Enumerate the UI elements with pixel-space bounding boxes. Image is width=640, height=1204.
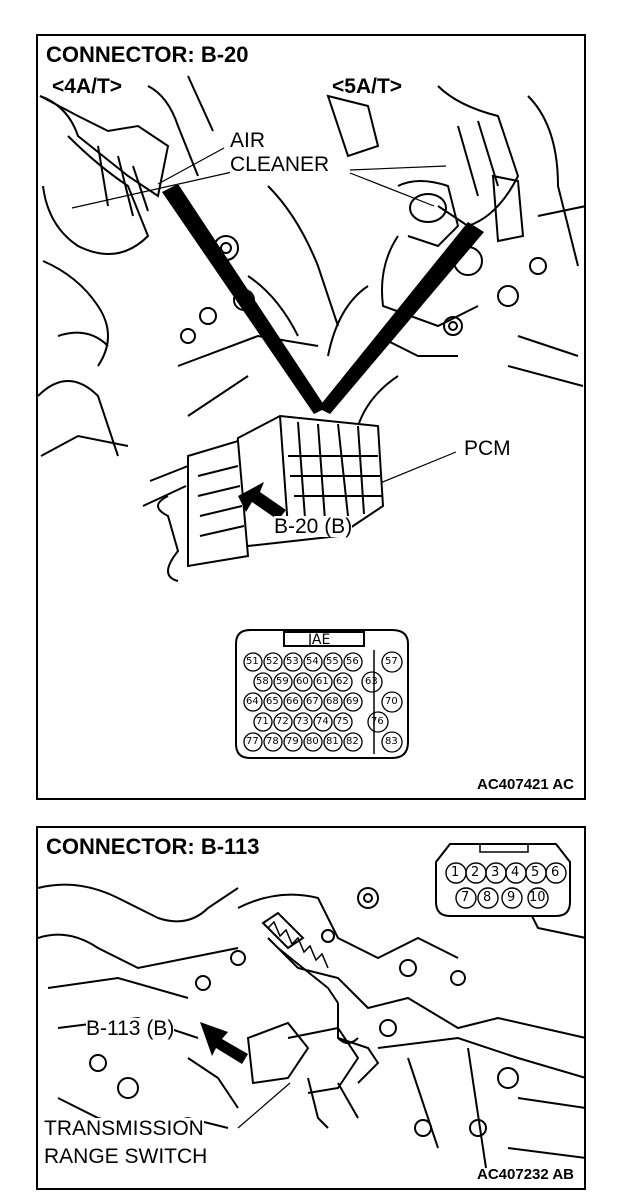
pin-label: 70 [385, 696, 398, 707]
pin-label: 3 [491, 865, 500, 880]
pin-label: 67 [306, 696, 319, 707]
top-panel-title: CONNECTOR: B-20 [46, 42, 249, 67]
pin-label: 79 [286, 736, 299, 747]
pin-label: 53 [286, 656, 299, 667]
pin-label: 68 [326, 696, 339, 707]
pin-label: 4 [511, 865, 520, 880]
pin-label: 69 [346, 696, 359, 707]
pin-label: 6 [551, 865, 560, 880]
variant-5at-label: <5A/T> [332, 75, 403, 98]
pin-label: 59 [276, 676, 289, 687]
pin-label: 10 [529, 890, 546, 905]
pin-label: 83 [385, 736, 398, 747]
pin-label: 62 [336, 676, 349, 687]
pin-label: 58 [256, 676, 269, 687]
variant-4at-label: <4A/T> [52, 75, 123, 98]
connector-b113-panel: CONNECTOR: B-113 1 2 3 4 5 6 7 8 9 10 B-… [36, 826, 586, 1190]
pin-label: 1 [451, 865, 460, 880]
pin-label: 2 [471, 865, 480, 880]
pin-label: 7 [461, 890, 470, 905]
b113-pin-grid [445, 862, 567, 909]
engine-bay-illustration [38, 75, 584, 759]
pin-label: 72 [276, 716, 289, 727]
pin-label: 52 [266, 656, 279, 667]
air-cleaner-label-line2: CLEANER [230, 153, 330, 176]
b20-connector-label: B-20 (B) [274, 515, 353, 538]
pin-label: 74 [316, 716, 329, 727]
pin-label: 64 [246, 696, 259, 707]
bottom-figure-code: AC407232 AB [477, 1166, 574, 1183]
transmission-illustration [38, 843, 584, 1169]
bottom-panel-title: CONNECTOR: B-113 [46, 834, 260, 859]
pin-label: 55 [326, 656, 339, 667]
pin-label: 66 [286, 696, 299, 707]
pin-label: 57 [385, 656, 398, 667]
pin-label: 54 [306, 656, 319, 667]
pin-label: 9 [507, 890, 516, 905]
b20-pin-grid [243, 651, 403, 753]
pin-label: 5 [531, 865, 540, 880]
pin-label: 78 [266, 736, 279, 747]
pin-label: 73 [296, 716, 309, 727]
pin-label: 60 [296, 676, 309, 687]
pin-label: 76 [371, 716, 384, 727]
pin-label: 80 [306, 736, 319, 747]
pcm-label: PCM [464, 437, 511, 460]
pin-label: 82 [346, 736, 359, 747]
pin-label: 51 [246, 656, 259, 667]
pin-label: 71 [256, 716, 269, 727]
pin-label: 63 [365, 676, 378, 687]
top-figure-code: AC407421 AC [477, 776, 574, 793]
component-label-line2: RANGE SWITCH [44, 1145, 208, 1168]
air-cleaner-label-line1: AIR [230, 129, 266, 152]
pin-label: 56 [346, 656, 359, 667]
connector-b20-panel: CONNECTOR: B-20 <4A/T> <5A/T> AIR CLEANE… [36, 34, 586, 800]
pin-label: 75 [336, 716, 349, 727]
pin-label: 61 [316, 676, 329, 687]
pin-label: 77 [246, 736, 259, 747]
connector-maker-label: JAE [308, 632, 331, 648]
b113-connector-label: B-113 (B) [86, 1017, 175, 1040]
pin-label: 8 [483, 890, 492, 905]
component-label-line1: TRANSMISSION [44, 1117, 204, 1140]
pin-label: 65 [266, 696, 279, 707]
pin-label: 81 [326, 736, 339, 747]
